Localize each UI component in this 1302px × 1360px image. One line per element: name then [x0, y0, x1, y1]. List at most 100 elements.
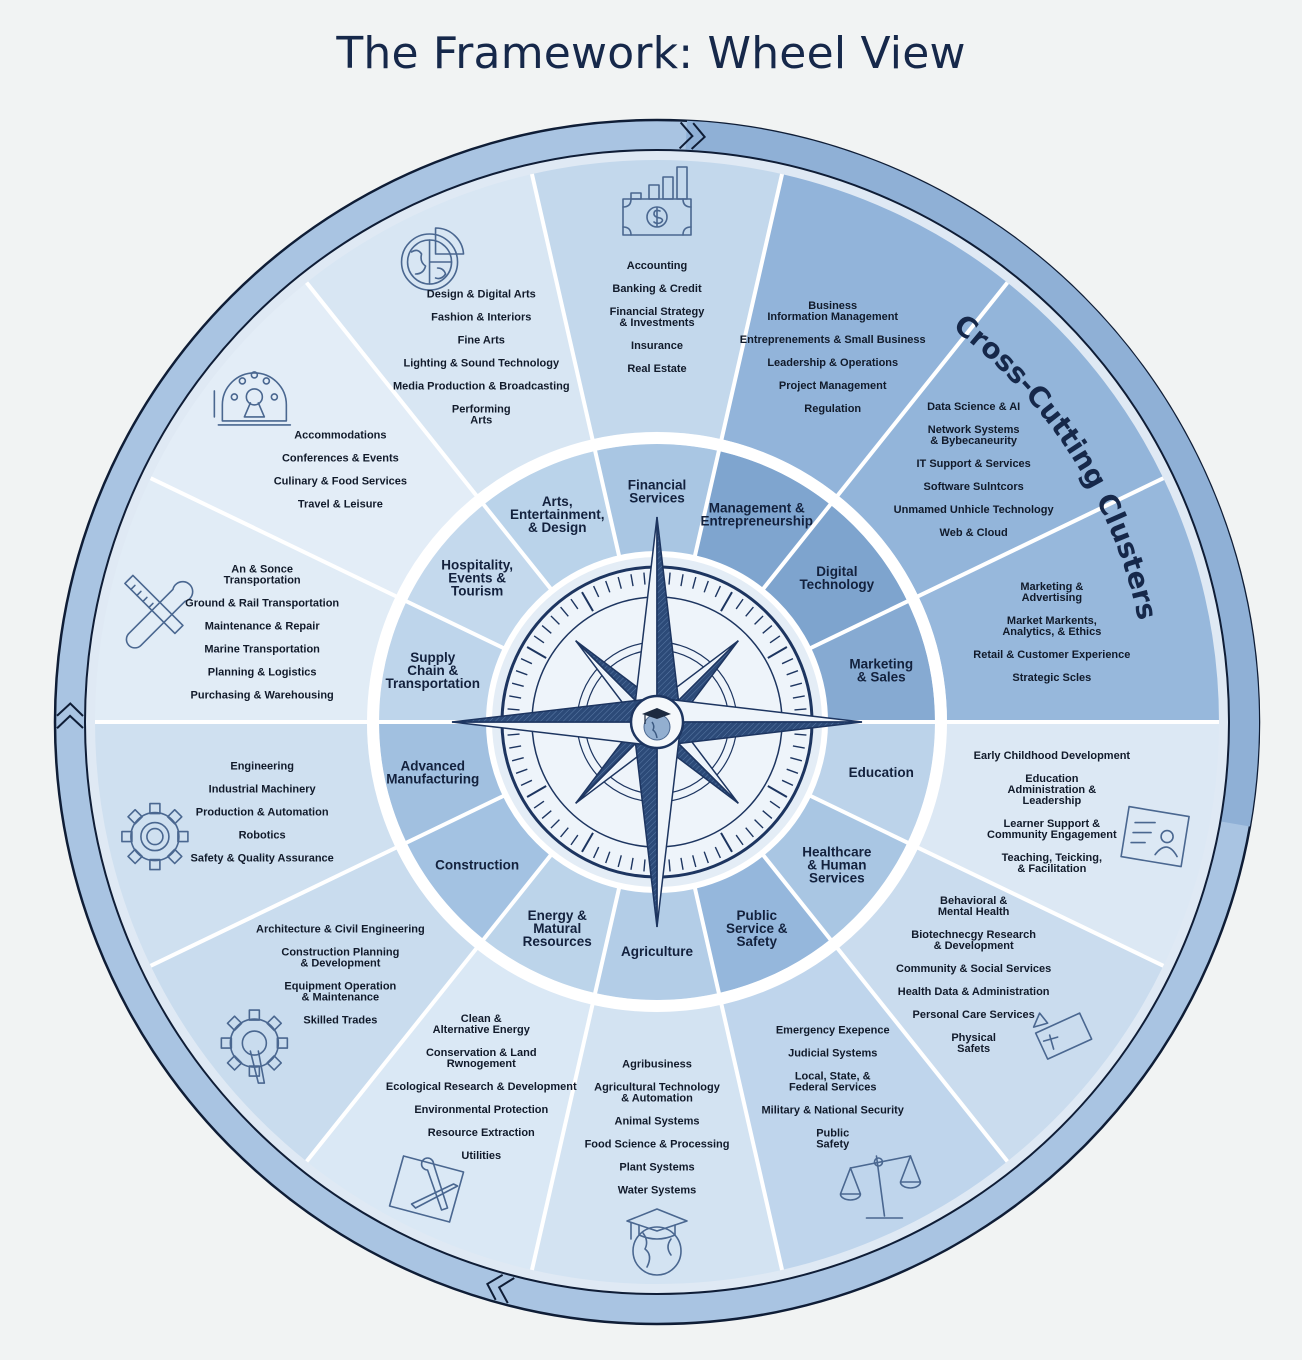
cluster-label: Construction [435, 857, 519, 872]
subcluster-item: Regulation [804, 403, 861, 415]
subcluster-item: Design & Digital Arts [427, 289, 536, 301]
cluster-inner-sector[interactable] [694, 450, 831, 590]
cluster-outer-sector[interactable] [721, 948, 1008, 1270]
subcluster-item: Real Estate [627, 363, 686, 375]
subcluster-item: Marine Transportation [204, 643, 320, 655]
cluster-inner-sector[interactable] [694, 854, 831, 994]
compass-tick [794, 708, 807, 711]
compass-tick [703, 580, 709, 593]
cluster-inner-sector[interactable] [595, 444, 719, 557]
compass-tick [762, 810, 773, 819]
subcluster-item: Clean & [461, 1013, 502, 1025]
subcluster-item: Architecture & Civil Engineering [256, 924, 425, 936]
sector-divider [692, 173, 785, 557]
subcluster-item: & Bybecaneurity [930, 435, 1018, 447]
cluster-outer-sector[interactable] [95, 478, 396, 722]
chevron-left-icon [56, 702, 84, 730]
cluster-outer-sector[interactable] [306, 174, 593, 496]
cluster-inner-sector[interactable] [483, 854, 620, 994]
compass-tick [769, 635, 781, 644]
cluster-label-line: Entrepreneurship [701, 513, 814, 528]
cluster-outer-sector[interactable] [837, 847, 1164, 1162]
cluster-inner-sector[interactable] [406, 795, 552, 940]
sector-divider [149, 793, 505, 968]
subcluster-item: Teaching, Teicking, [1002, 852, 1102, 864]
compass-tick [617, 576, 622, 589]
subcluster-item: Agricultural Technology [594, 1082, 721, 1094]
cluster-outer-sector[interactable] [721, 174, 1008, 496]
cluster-outer-sector[interactable] [150, 847, 477, 1162]
subcluster-item: Equipment Operation [284, 981, 396, 993]
compass-tick [511, 682, 524, 687]
cluster-inner-sector[interactable] [379, 722, 504, 843]
cluster-outer-sector[interactable] [531, 160, 783, 440]
compass-tick [745, 606, 754, 617]
cluster-label-line: Services [809, 870, 865, 885]
scales-of-justice-icon [839, 1155, 922, 1219]
compass-tick [680, 857, 684, 870]
subcluster-item: Skilled Trades [303, 1015, 377, 1027]
compass-tick [786, 768, 799, 774]
compass-tick [703, 851, 709, 864]
cluster-label-line: Energy & [528, 908, 588, 923]
cluster-inner-sector[interactable] [379, 601, 504, 722]
compass-tick [792, 695, 805, 699]
cluster-outer-sector[interactable] [95, 722, 396, 966]
subcluster-item: Production & Automation [196, 807, 329, 819]
medical-kit-icon [1032, 1012, 1093, 1060]
compass-tick [526, 785, 547, 798]
cluster-inner-sector[interactable] [810, 601, 935, 722]
subcluster-item: Animal Systems [615, 1116, 700, 1128]
compass-tick [630, 574, 634, 587]
cluster-outer-sector[interactable] [837, 282, 1164, 597]
subcluster-item: Marketing & [1020, 581, 1083, 593]
subcluster-item: Financial Strategy [610, 306, 706, 318]
cluster-outer-sector[interactable] [531, 1004, 783, 1285]
compass-tick [680, 574, 684, 587]
compass-tick [643, 572, 646, 585]
sector-divider [761, 853, 1009, 1163]
compass-tick [541, 625, 552, 634]
subcluster-item: Media Production & Broadcasting [393, 381, 570, 393]
subcluster-item: Project Management [779, 380, 887, 392]
compass-tick [720, 832, 733, 853]
compass-tick [520, 779, 533, 787]
cluster-outer-sector[interactable] [306, 948, 593, 1270]
subcluster-item: Federal Services [789, 1081, 876, 1093]
subcluster-item: & Investments [619, 317, 694, 329]
cluster-inner-sector[interactable] [595, 887, 719, 1001]
cluster-inner-sector[interactable] [762, 795, 908, 940]
compass-tick [515, 768, 528, 774]
compass-tick [767, 646, 788, 659]
compass-tick [714, 585, 722, 598]
cluster-outer-sector[interactable] [918, 478, 1219, 722]
cluster-label-line: Public [737, 908, 778, 923]
subcluster-item: Performing [452, 404, 511, 416]
compass-tick [781, 779, 794, 787]
subcluster-item: Travel & Leisure [298, 498, 383, 510]
cluster-outer-sector[interactable] [918, 722, 1219, 966]
teaching-board-icon [1120, 805, 1190, 868]
cluster-inner-sector[interactable] [762, 504, 908, 649]
compass-tick [509, 695, 522, 699]
compass-tick [533, 635, 545, 644]
money-chart-icon [622, 166, 692, 236]
cluster-outer-sector[interactable] [150, 282, 477, 597]
compass-tick [560, 827, 569, 838]
cluster-inner-sector[interactable] [483, 450, 620, 590]
cluster-inner-sector[interactable] [810, 722, 935, 843]
compass-tick [786, 670, 799, 676]
cluster-inner-sector[interactable] [406, 504, 552, 649]
subcluster-item: Web & Cloud [940, 527, 1008, 539]
cloche-icon [213, 371, 292, 426]
sector-divider [809, 793, 1165, 968]
subcluster-item: Administration & [1008, 784, 1097, 796]
